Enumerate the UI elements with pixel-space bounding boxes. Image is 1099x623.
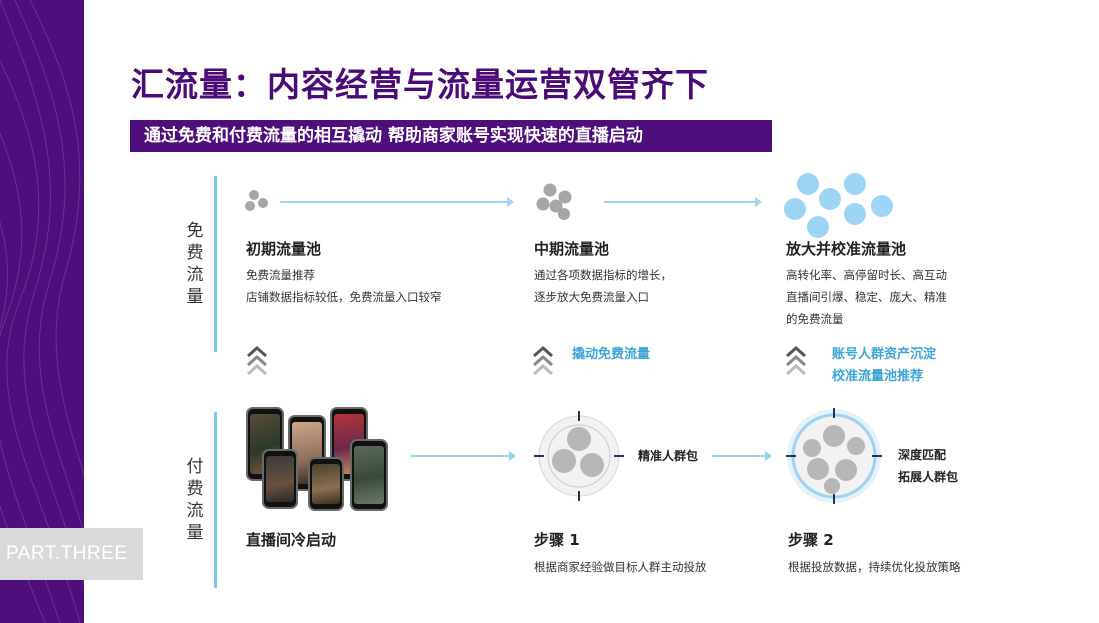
- stage-title-amplify: 放大并校准流量池: [786, 240, 907, 258]
- stage-desc-middle: 通过各项数据指标的增长， 逐步放大免费流量入口: [534, 268, 672, 304]
- part-tag: PART.THREE: [0, 528, 143, 580]
- free-section-label: 免 费 流 量: [186, 221, 204, 307]
- stage-arrow-1: [280, 197, 514, 207]
- paid-arrow-1: [410, 451, 516, 461]
- step-title-step2: 步骤 2: [788, 531, 834, 549]
- step-desc-step2: 根据投放数据，持续优化投放策略: [788, 560, 961, 574]
- large-traffic-dots-icon: [784, 173, 893, 238]
- stage-desc-amplify: 高转化率、高停留时长、高互动 直播间引爆、稳定、庞大、精准 的免费流量: [786, 268, 947, 326]
- lever-note-leverage-free: 撬动免费流量: [572, 347, 651, 362]
- chevron-up-icon: [533, 345, 553, 376]
- livestream-phones-image: [246, 407, 388, 511]
- paid-section-divider: [214, 412, 217, 588]
- step-title-cold-start: 直播间冷启动: [246, 531, 337, 549]
- step-desc-step1: 根据商家经验做目标人群主动投放: [534, 560, 707, 574]
- step-title-step1: 步骤 1: [534, 531, 580, 549]
- target-crowd-icon: [534, 411, 624, 501]
- stage-title-initial: 初期流量池: [246, 240, 322, 258]
- paid-arrow-2: [712, 451, 772, 461]
- phone-mockup: [308, 457, 344, 511]
- side-decoration-band: [0, 0, 84, 623]
- step1-tag: 精准人群包: [638, 449, 699, 463]
- subtitle-bar: 通过免费和付费流量的相互撬动 帮助商家账号实现快速的直播启动: [130, 120, 772, 152]
- phone-mockup: [350, 439, 388, 511]
- stage-title-middle: 中期流量池: [534, 240, 610, 258]
- step2-tag: 深度匹配 拓展人群包: [898, 448, 959, 484]
- slide-title: 汇流量：内容经营与流量运营双管齐下: [131, 65, 709, 104]
- expanded-crowd-icon: [786, 408, 882, 504]
- free-section-divider: [214, 176, 217, 352]
- stage-desc-initial: 免费流量推荐 店铺数据指标较低，免费流量入口较窄: [246, 268, 442, 304]
- chevron-up-icon: [247, 345, 267, 376]
- medium-traffic-dots-icon: [536, 183, 572, 220]
- chevron-up-icon: [786, 345, 806, 376]
- stage-arrow-2: [604, 197, 762, 207]
- paid-section-label: 付 费 流 量: [186, 457, 204, 543]
- small-traffic-dots-icon: [245, 190, 268, 211]
- phone-mockup: [262, 449, 298, 509]
- lever-note-calibrate: 账号人群资产沉淀 校准流量池推荐: [832, 347, 937, 384]
